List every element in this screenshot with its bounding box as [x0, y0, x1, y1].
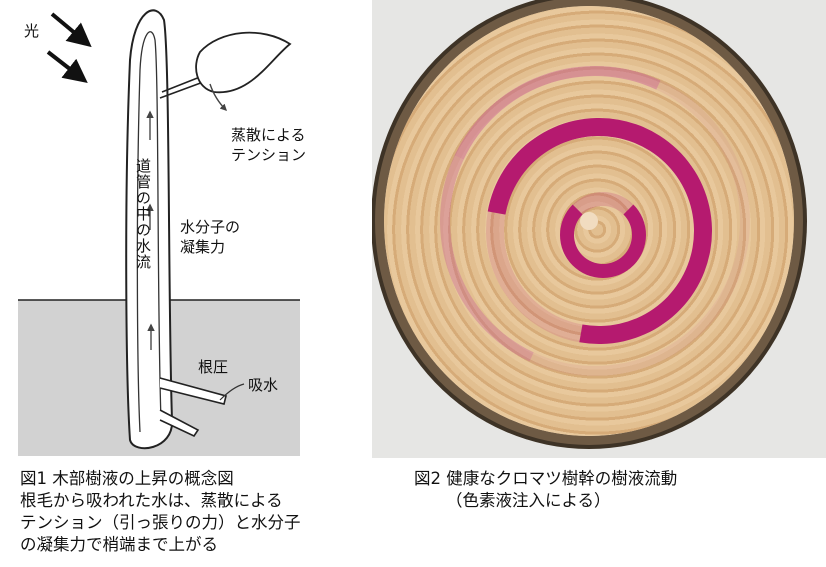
sap-ascent-diagram: [18, 9, 300, 456]
figure-2-caption-line-1: 図2 健康なクロマツ樹幹の樹液流動: [414, 469, 678, 488]
figure-1-caption-line-2: 根毛から吸われた水は、蒸散による: [20, 491, 283, 510]
pith: [580, 212, 598, 230]
label-cohesion-1: 水分子の: [180, 218, 241, 236]
transpiration-arrow: [209, 83, 227, 111]
trunk-cross-section: [384, 6, 794, 436]
label-transpiration-2: テンション: [231, 146, 307, 164]
root: [159, 377, 227, 405]
figure-1-diagram: 光 蒸散による テンション 道管の中の水流 水分子の 凝集力 根圧 吸水: [0, 0, 330, 470]
absorption-pointer: [219, 383, 245, 401]
dye-stain-inner-ring: [560, 192, 646, 278]
figure-1-caption-line-3: テンション（引っ張りの力）と水分子: [20, 513, 301, 532]
figure-2-photo: [372, 0, 826, 458]
light-arrow: [46, 50, 88, 83]
leaf: [195, 31, 292, 94]
label-transpiration-1: 蒸散による: [231, 126, 306, 144]
figure-1-caption-line-4: の凝集力で梢端まで上がる: [20, 535, 218, 554]
label-cohesion-2: 凝集力: [180, 238, 226, 256]
label-root-pressure: 根圧: [198, 358, 229, 376]
label-xylem-flow: 道管の中の水流: [134, 158, 152, 270]
label-light: 光: [24, 22, 40, 40]
label-absorption: 吸水: [248, 376, 279, 394]
light-arrow: [50, 12, 92, 48]
figure-2-caption-line-2: （色素液注入による）: [446, 491, 611, 510]
root: [159, 409, 200, 438]
figure-1-caption-line-1: 図1 木部樹液の上昇の概念図: [20, 469, 234, 488]
xylem-vessel: [136, 31, 162, 433]
